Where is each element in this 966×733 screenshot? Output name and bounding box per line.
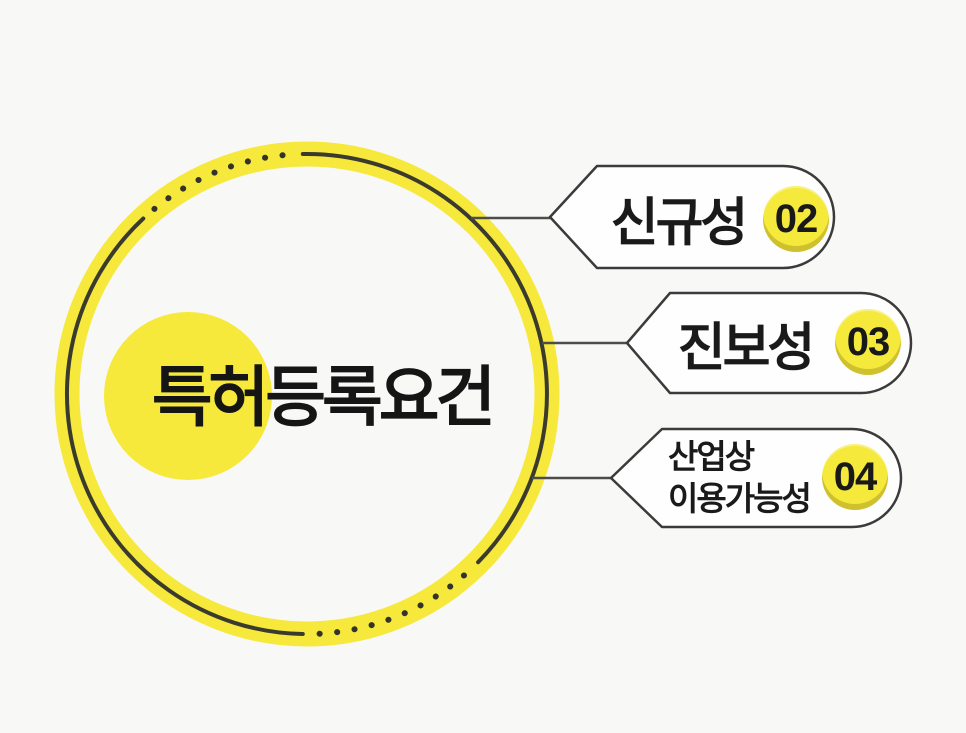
tag-label-inventive-step: 진보성 xyxy=(677,319,816,378)
tag-shape-novelty xyxy=(548,164,836,270)
tag-shape-inventive-step xyxy=(625,291,913,395)
solid-arc-right xyxy=(300,151,549,565)
title-highlight-circle xyxy=(104,312,272,480)
tag-label-line-2: 이용가능성 xyxy=(668,480,812,517)
number-badge-inventive-step: 03 xyxy=(835,309,901,375)
number-badge-industrial-applicability: 04 xyxy=(822,444,888,510)
tag-label-industrial-applicability: 산업상 이용가능성 xyxy=(668,436,812,520)
badge-number: 02 xyxy=(774,196,818,241)
badge-number: 03 xyxy=(846,319,890,364)
page-title: 특허등록요건 xyxy=(151,360,496,434)
tag-label-line-1: 산업상 xyxy=(668,438,755,475)
tag-label-novelty: 신규성 xyxy=(610,194,749,253)
badge-number: 04 xyxy=(833,454,877,499)
dotted-arc-bottom-right xyxy=(316,572,468,637)
number-badge-novelty: 02 xyxy=(763,186,829,252)
solid-arc-left xyxy=(65,216,305,636)
dotted-arc-top-left xyxy=(151,151,294,212)
tag-shape-industrial-applicability xyxy=(609,427,903,529)
